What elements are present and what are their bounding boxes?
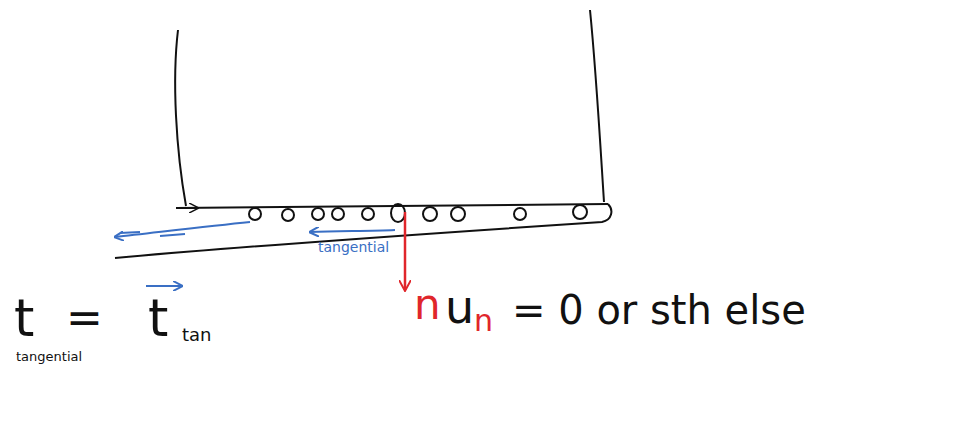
container-walls bbox=[175, 10, 604, 206]
normal-vector bbox=[404, 212, 407, 290]
vector-symbol: t bbox=[14, 292, 34, 344]
equals-sign: = bbox=[66, 296, 103, 340]
velocity-symbol: u bbox=[445, 284, 474, 330]
normal-label: n bbox=[414, 284, 441, 326]
subscript-label: n bbox=[474, 306, 493, 336]
vector-symbol: t bbox=[148, 292, 168, 344]
tangential-arrows bbox=[115, 222, 395, 237]
subscript-label: tan bbox=[182, 326, 212, 344]
bottom-plate bbox=[115, 204, 611, 258]
condition-note: = 0 or sth else bbox=[512, 290, 806, 330]
particles bbox=[249, 204, 587, 222]
vector-arrow bbox=[146, 285, 182, 287]
subscript-note: tangential bbox=[16, 350, 82, 363]
tangential-label: tangential bbox=[318, 240, 389, 254]
